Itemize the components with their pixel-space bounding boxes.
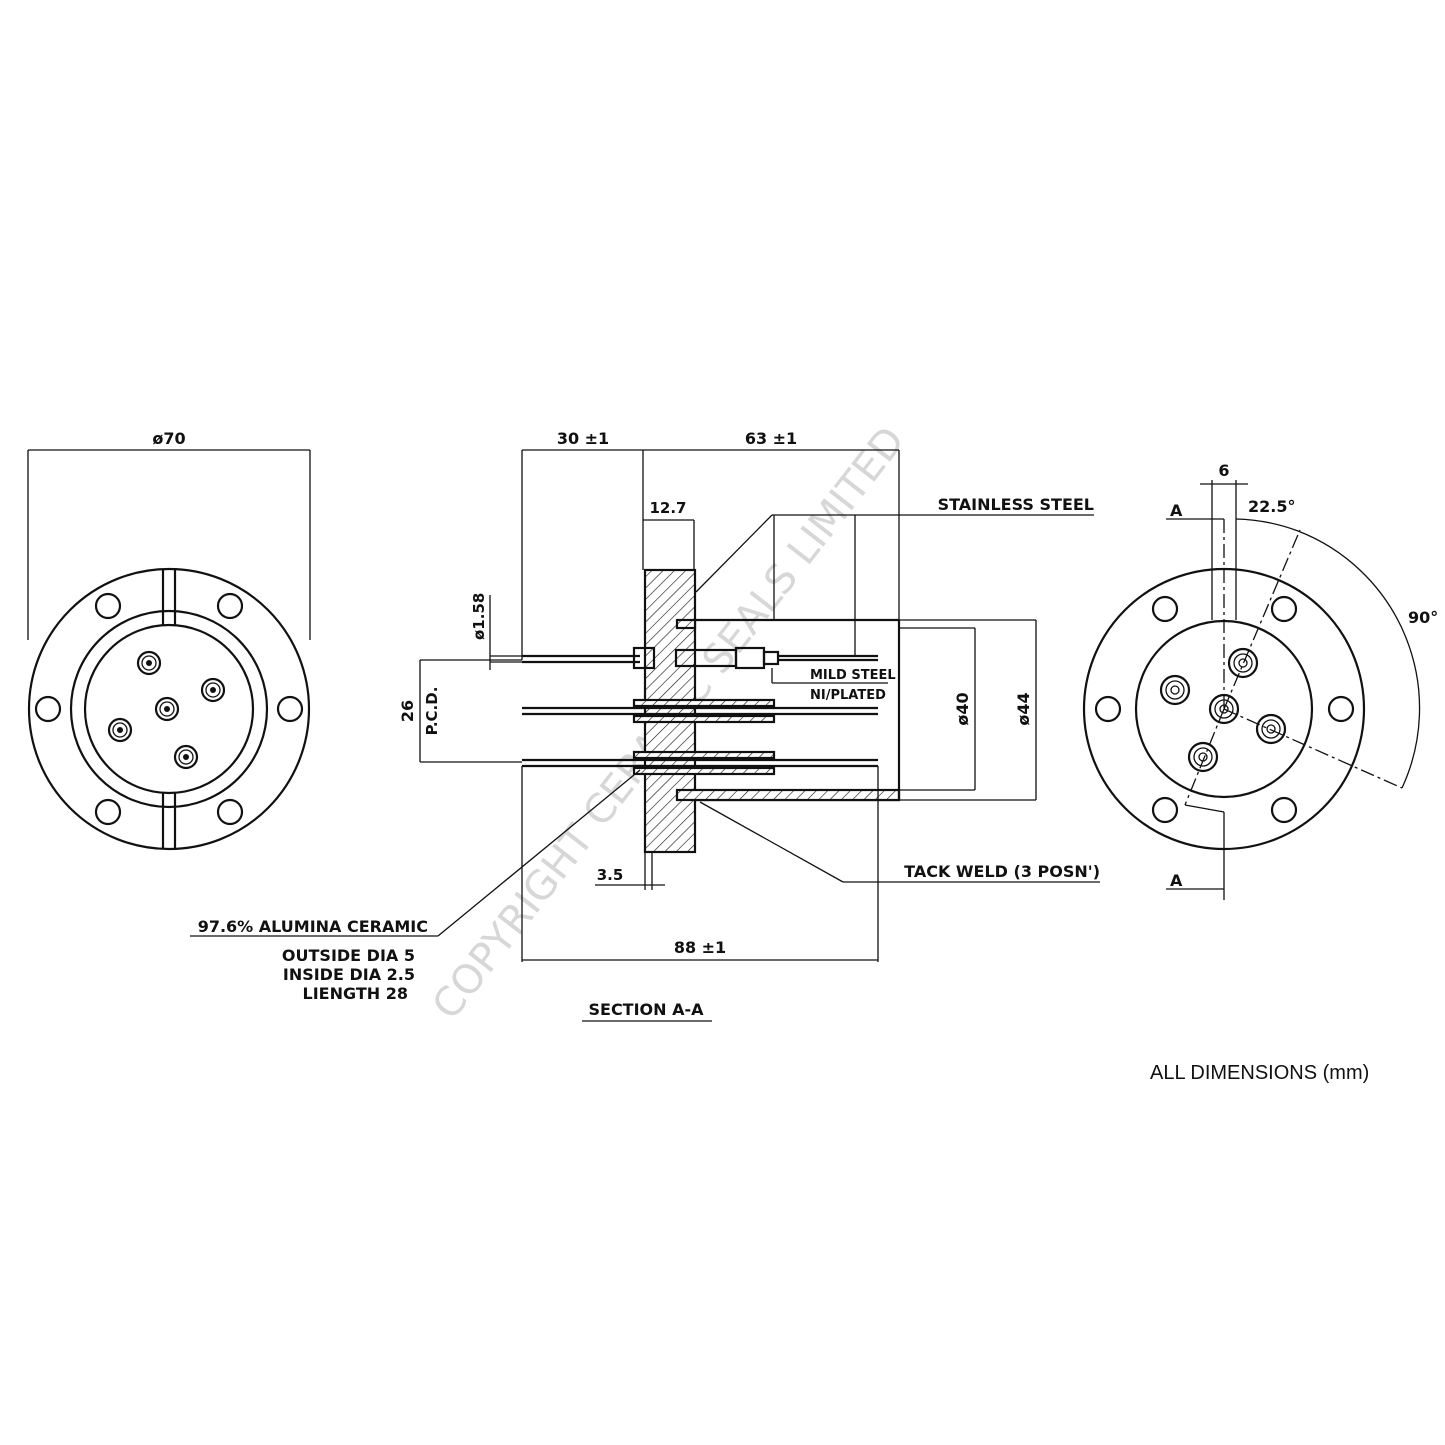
ceramic-id-label: INSIDE DIA 2.5 [283, 965, 415, 984]
front-flange-step [69, 609, 269, 809]
rear-pin [1227, 647, 1259, 679]
pcd-label: P.C.D. [423, 687, 441, 736]
bolt-hole [276, 695, 304, 723]
dim-26-label: 26 [398, 700, 417, 722]
angle-90-label: 90° [1408, 608, 1438, 627]
mild-steel-label: MILD STEEL [810, 668, 896, 683]
ni-plated-label: NI/PLATED [810, 688, 886, 703]
section-mark-top: A [1170, 501, 1183, 520]
ceramic-length-label: LIENGTH 28 [303, 984, 408, 1003]
front-recess [83, 623, 255, 795]
bolt-hole [216, 592, 244, 620]
dim-44-label: ø44 [1014, 692, 1033, 725]
front-pin [173, 744, 199, 770]
bolt-hole [1151, 595, 1179, 623]
section-mark-bottom: A [1170, 871, 1183, 890]
front-pin [154, 696, 180, 722]
rear-view: 6 A A 22.5° 90° [1082, 461, 1438, 900]
bolt-hole [1327, 695, 1355, 723]
rear-pin [1255, 713, 1287, 745]
dim-12-7-label: 12.7 [649, 499, 686, 517]
dim-40-label: ø40 [953, 692, 972, 725]
tube-wall [675, 788, 901, 802]
flange-diameter-label: ø70 [152, 429, 185, 448]
bolt-hole [216, 798, 244, 826]
front-pin [136, 650, 162, 676]
dim-30-label: 30 ±1 [557, 429, 609, 448]
front-flange-outline [27, 567, 311, 851]
rear-pin [1159, 674, 1191, 706]
dim-6-label: 6 [1218, 461, 1229, 480]
angle-22-5-label: 22.5° [1248, 497, 1295, 516]
bolt-hole [1270, 796, 1298, 824]
bolt-hole [34, 695, 62, 723]
flange-section [643, 568, 697, 854]
stainless-steel-label: STAINLESS STEEL [938, 495, 1094, 514]
dim-1-58-label: ø1.58 [470, 593, 488, 640]
rear-pin [1187, 741, 1219, 773]
bolt-hole [1094, 695, 1122, 723]
section-title: SECTION A-A [588, 1000, 704, 1019]
dimensions-note: ALL DIMENSIONS (mm) [1150, 1062, 1370, 1084]
bolt-hole [94, 798, 122, 826]
bolt-hole [1270, 595, 1298, 623]
dim-3-5-label: 3.5 [597, 866, 624, 884]
dim-63-label: 63 ±1 [745, 429, 797, 448]
front-pin [200, 677, 226, 703]
ceramic-title-label: 97.6% ALUMINA CERAMIC [198, 917, 428, 936]
bolt-hole [94, 592, 122, 620]
bolt-hole [1151, 796, 1179, 824]
front-view: ø70 [27, 429, 311, 851]
section-view: 30 ±1 63 ±1 12.7 ø1.58 26 P.C.D. [190, 429, 1100, 1022]
tack-weld-label: TACK WELD (3 POSN') [904, 862, 1100, 881]
ceramic-od-label: OUTSIDE DIA 5 [282, 946, 415, 965]
front-pin [107, 717, 133, 743]
dim-88-label: 88 ±1 [674, 938, 726, 957]
